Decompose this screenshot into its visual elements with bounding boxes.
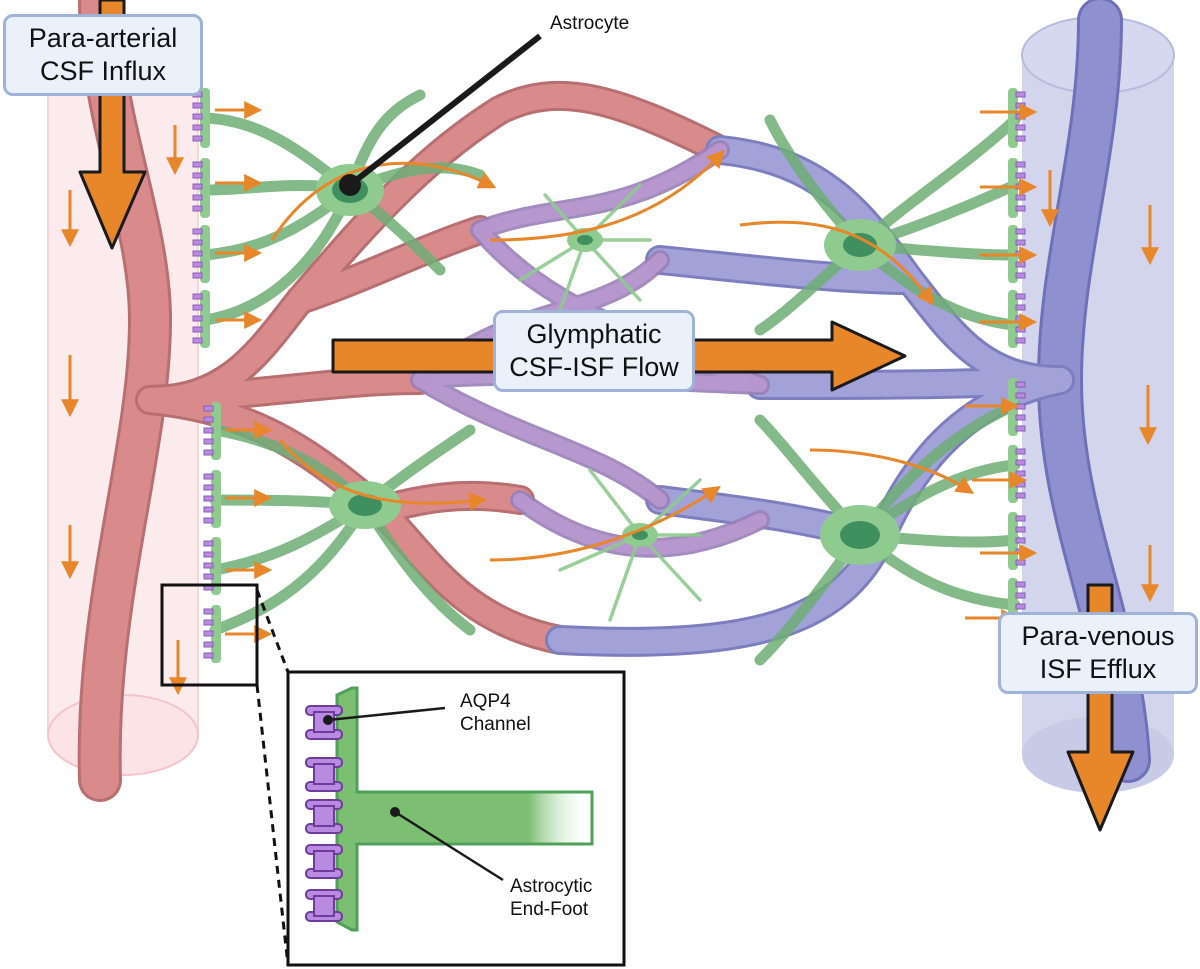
zoom-region-marker — [160, 583, 259, 687]
para-venous-line2: ISF Efflux — [1039, 654, 1157, 684]
zoom-callout — [160, 583, 626, 967]
aqp4-channel — [305, 844, 343, 879]
aqp4-channels — [305, 705, 343, 922]
aqp4-channel-label: AQP4 Channel — [460, 690, 531, 736]
aqp4-channel — [305, 757, 343, 792]
end-foot-pointer — [390, 807, 504, 882]
glymphatic-line1: Glymphatic — [526, 319, 662, 349]
glymphatic-flow-label: Glymphatic CSF-ISF Flow — [493, 310, 695, 392]
aqp4-line1: AQP4 — [460, 691, 511, 712]
para-venous-label: Para-venous ISF Efflux — [998, 612, 1198, 694]
aqp4-line2: Channel — [460, 714, 531, 735]
astrocyte-label: Astrocyte — [550, 13, 630, 34]
astrocyte-pointer — [339, 33, 542, 196]
small-flow-arrows — [61, 101, 1159, 696]
aqp4-channel — [305, 889, 343, 922]
arterial-end-feet — [192, 88, 221, 663]
end-foot-process — [335, 686, 594, 932]
para-arterial-label: Para-arterial CSF Influx — [3, 14, 203, 96]
aqp4-pointer — [323, 706, 446, 725]
glymphatic-line2: CSF-ISF Flow — [509, 352, 679, 382]
astrocyte-cells — [199, 89, 1021, 666]
end-foot-label: Astrocytic End-Foot — [510, 875, 592, 921]
aqp4-channel — [305, 799, 343, 834]
end-foot-line1: Astrocytic — [510, 876, 593, 897]
para-arterial-line2: CSF Influx — [39, 56, 167, 86]
para-arterial-line1: Para-arterial — [28, 23, 178, 53]
end-foot-line2: End-Foot — [510, 899, 589, 920]
para-venous-line1: Para-venous — [1021, 621, 1175, 651]
